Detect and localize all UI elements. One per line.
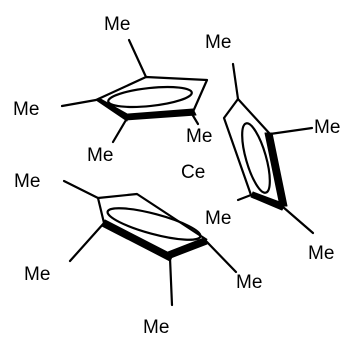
bond-right-me2: [268, 126, 314, 136]
bond-right-me3: [236, 193, 253, 202]
ring-top-back-edges: [95, 75, 209, 115]
bond-bottom-me2: [68, 221, 106, 263]
ligand-ring-bottom: Me Me Me Me: [14, 171, 262, 338]
bond-bottom-me4: [204, 239, 238, 274]
label-right-me3: Me: [205, 208, 231, 229]
label-bottom-me1: Me: [14, 171, 40, 192]
ring-top-front-edge-left: [95, 97, 130, 122]
ring-bottom-front-edge-right: [167, 237, 208, 260]
ring-top-front-edge-right: [125, 108, 197, 121]
ring-right-aromatic-circle: [241, 122, 271, 194]
metal-center-label: Ce: [181, 162, 205, 183]
ligand-ring-top: Me Me Me Me: [13, 14, 212, 166]
bond-right-me4: [281, 205, 315, 235]
bond-top-me3: [111, 118, 128, 144]
ligand-ring-right: Me Me Me Me: [205, 32, 340, 264]
bond-right-me1: [231, 62, 240, 101]
label-top-me4: Me: [186, 126, 212, 147]
label-right-me1: Me: [205, 32, 231, 53]
bond-top-me4: [190, 112, 200, 126]
label-bottom-me2: Me: [24, 264, 50, 285]
bond-top-me1: [127, 38, 148, 79]
bond-bottom-me3: [168, 256, 174, 307]
label-right-me4: Me: [308, 243, 334, 264]
ring-right-back-edges: [222, 97, 271, 196]
label-bottom-me3: Me: [143, 317, 169, 338]
ring-top-aromatic-circle: [107, 85, 193, 109]
ring-bottom-aromatic-circle: [106, 207, 202, 241]
bond-bottom-me1: [62, 179, 100, 200]
bond-top-me2: [60, 98, 98, 108]
label-top-me2: Me: [13, 99, 39, 120]
label-top-me3: Me: [87, 145, 113, 166]
ring-bottom-front-edge-left: [101, 219, 174, 262]
label-right-me2: Me: [314, 117, 340, 138]
ring-bottom-back-edges: [96, 192, 208, 241]
label-bottom-me4: Me: [236, 272, 262, 293]
ring-right-front-edge-lower: [250, 191, 286, 211]
label-top-me1: Me: [104, 14, 130, 35]
